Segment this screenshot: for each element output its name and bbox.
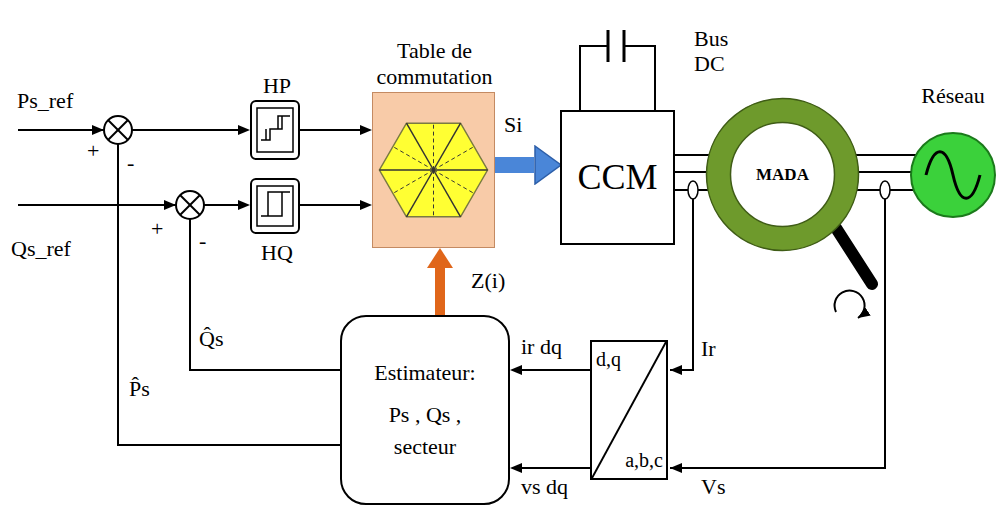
machine-symbol: MADA bbox=[705, 97, 860, 252]
signal-name: Ps_ref bbox=[16, 88, 74, 113]
node-heading: Table de commutation bbox=[355, 38, 515, 89]
signal-label: P̂s bbox=[128, 376, 151, 401]
signal-arrow bbox=[300, 204, 360, 206]
hexagon-symbol bbox=[373, 93, 494, 247]
voltage-sensor bbox=[880, 181, 890, 199]
node-label: d,q bbox=[596, 348, 621, 371]
sign-label: - bbox=[198, 228, 207, 253]
sign-label: + bbox=[86, 138, 100, 163]
hysteresis-controller: HQ bbox=[250, 178, 300, 234]
signal-arrow bbox=[118, 130, 340, 445]
node-heading: HQ bbox=[247, 240, 307, 265]
text-group: Estimateur: Ps , Qs , secteur bbox=[360, 357, 490, 463]
signal-label: Si bbox=[503, 112, 523, 137]
signal-arrow bbox=[300, 129, 360, 131]
converter-box: CCM bbox=[560, 110, 675, 245]
signal-arrow bbox=[495, 157, 534, 173]
summing-junction bbox=[104, 116, 132, 144]
signal-arrow bbox=[522, 369, 590, 371]
signal-name: Ir bbox=[700, 336, 717, 361]
node-heading: HP bbox=[247, 73, 307, 98]
sign-label: + bbox=[150, 216, 164, 241]
reference-wire bbox=[18, 204, 176, 206]
node-heading: Réseau bbox=[910, 83, 996, 108]
rotation-arrow bbox=[835, 291, 865, 318]
machine-shaft bbox=[836, 228, 872, 284]
hysteresis-symbol bbox=[252, 180, 298, 232]
summing-junction bbox=[176, 191, 204, 219]
capacitor-symbol bbox=[580, 30, 655, 110]
grid-symbol bbox=[910, 132, 996, 218]
signal-name: Vs bbox=[700, 474, 726, 499]
node-label: MADA bbox=[752, 164, 813, 186]
signal-name: Qs_ref bbox=[10, 236, 72, 261]
grid-source: Réseau bbox=[910, 132, 996, 218]
node-label: a,b,c bbox=[625, 449, 663, 472]
hysteresis-controller: HP bbox=[250, 100, 300, 160]
switching-table: Table de commutation bbox=[372, 92, 495, 248]
signal-name: Bus DC bbox=[693, 26, 747, 77]
node-heading: Estimateur: bbox=[360, 357, 490, 389]
current-sensor bbox=[688, 181, 698, 199]
sign-label: - bbox=[126, 150, 135, 175]
hysteresis-symbol bbox=[252, 102, 298, 158]
signal-label: ir dq bbox=[520, 334, 563, 359]
node-label: CCM bbox=[577, 157, 657, 198]
signal-label: vs dq bbox=[520, 474, 569, 499]
estimator-box: Estimateur: Ps , Qs , secteur bbox=[340, 315, 510, 505]
signal-label: Q̂s bbox=[198, 326, 224, 351]
signal-label: Z(i) bbox=[470, 268, 506, 293]
transform-box: d,q a,b,c bbox=[590, 340, 668, 480]
signal-arrow bbox=[522, 467, 590, 469]
signal-arrow bbox=[435, 268, 445, 315]
reference-wire bbox=[18, 129, 104, 131]
node-body: Ps , Qs , secteur bbox=[360, 399, 490, 463]
